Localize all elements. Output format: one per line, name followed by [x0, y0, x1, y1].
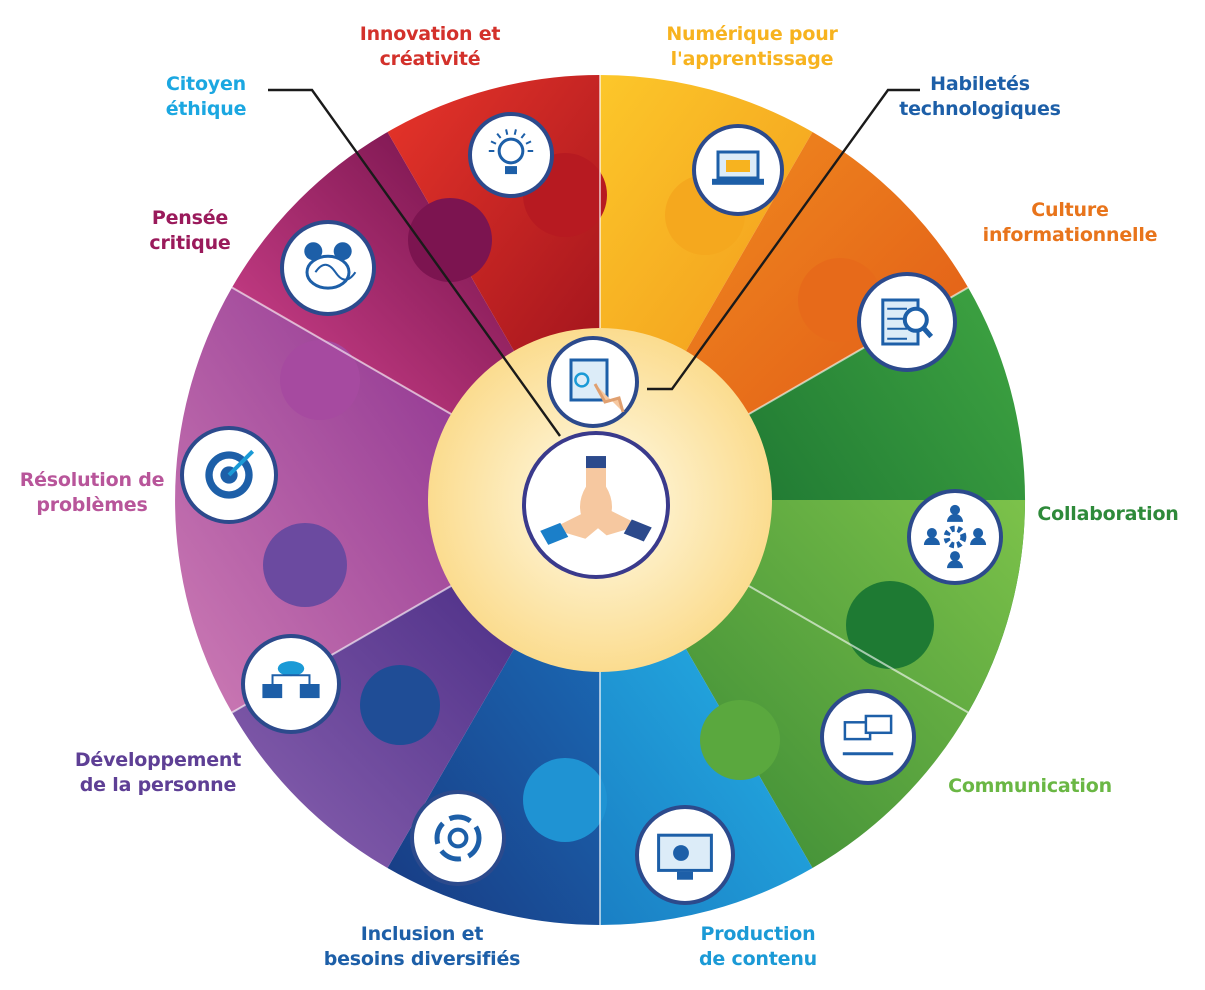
label-citoyen-line: Citoyen — [166, 73, 246, 95]
cloud-network-icon — [241, 634, 341, 734]
knob-production — [523, 758, 607, 842]
icon-badges — [180, 112, 1003, 905]
label-innovation-line: Innovation et — [359, 23, 501, 45]
cycle-arrows-icon — [410, 790, 506, 886]
knob-pensee — [408, 198, 492, 282]
label-culture-line: informationnelle — [982, 223, 1158, 246]
label-collaboration: Collaboration — [1037, 502, 1178, 527]
label-inclusion-line: besoins diversifiés — [323, 947, 521, 970]
connector-habiletes — [647, 88, 920, 391]
segment-communication — [679, 500, 1025, 868]
knob-communication — [700, 700, 780, 780]
laptop-books-icon — [692, 124, 784, 216]
segment-pensee — [232, 132, 521, 421]
lightbulb-icon — [468, 112, 554, 198]
label-numerique-line: Numérique pour — [666, 23, 838, 45]
label-pensee-line: critique — [149, 231, 231, 254]
video-screen-icon — [635, 805, 735, 905]
label-citoyen-line: éthique — [165, 97, 247, 120]
label-inclusion-line: Inclusion et — [360, 923, 484, 945]
target-icon — [180, 426, 278, 524]
connector-citoyen — [268, 88, 561, 437]
label-resolution-line: Résolution de — [19, 469, 165, 491]
label-production-line: de contenu — [699, 947, 817, 970]
connector-lines — [268, 88, 920, 437]
label-communication-line: Communication — [948, 775, 1112, 797]
label-habiletes-line: technologiques — [899, 97, 1061, 120]
document-magnifier-icon — [857, 272, 957, 372]
chat-bubbles-icon — [820, 689, 916, 785]
label-developpement-line: de la personne — [79, 773, 237, 796]
knob-developpement — [263, 523, 347, 607]
label-production-line: Production — [700, 923, 816, 945]
label-collaboration-line: Collaboration — [1037, 503, 1179, 525]
label-developpement-line: Développement — [74, 749, 242, 771]
label-resolution-line: problèmes — [36, 493, 148, 516]
joined-hands-icon — [522, 431, 670, 579]
brain-question-icon — [280, 220, 376, 316]
label-habiletes-line: Habiletés — [930, 73, 1030, 95]
team-gear-icon — [907, 489, 1003, 585]
label-communication: Communication — [948, 774, 1112, 799]
label-numerique-line: l'apprentissage — [670, 47, 834, 70]
label-culture-line: Culture — [1031, 199, 1109, 221]
knob-collaboration — [846, 581, 934, 669]
touch-screen-icon — [547, 336, 639, 428]
label-pensee-line: Pensée — [151, 207, 229, 229]
segment-resolution — [175, 287, 463, 713]
label-innovation-line: créativité — [379, 47, 481, 70]
knob-inclusion — [360, 665, 440, 745]
knob-resolution — [280, 340, 360, 420]
